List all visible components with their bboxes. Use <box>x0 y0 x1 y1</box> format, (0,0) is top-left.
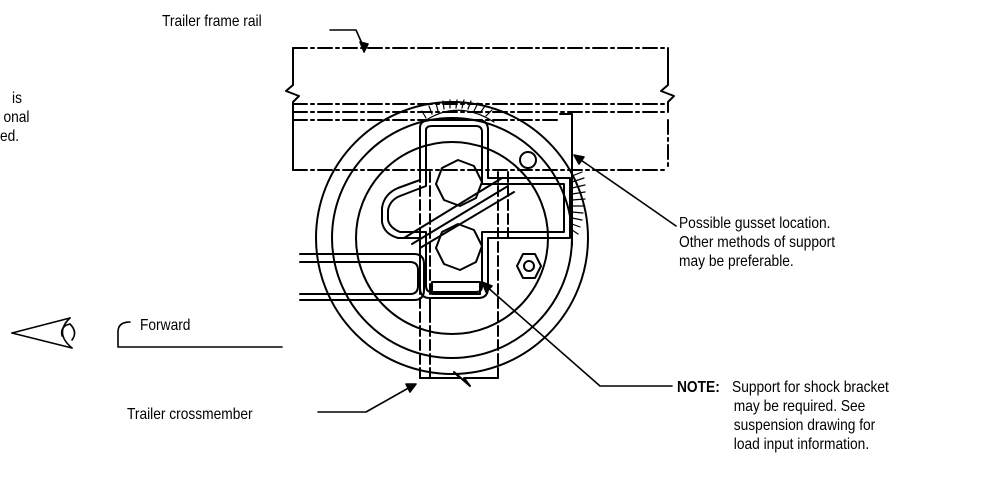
trailer-frame-rail <box>285 47 675 171</box>
gusset-line-3: may be preferable. <box>679 253 794 270</box>
lower-plate <box>431 281 481 295</box>
note-text-2: may be required. See <box>733 398 866 415</box>
gusset-label: Possible gusset location. Other methods … <box>679 214 835 271</box>
note-label: NOTE: Support for shock bracket may be re… <box>677 378 889 454</box>
pivot-bolts <box>435 159 483 271</box>
trailer-crossmember <box>419 171 509 387</box>
shock-bracket <box>381 119 571 299</box>
note-key: NOTE: <box>677 379 720 396</box>
note-text-1: Support for shock bracket <box>732 379 889 396</box>
forward-label: Forward <box>140 317 191 334</box>
left-partial-label: is onal ed. <box>0 89 29 146</box>
leader-lines <box>11 29 677 413</box>
gusset-line-2: Other methods of support <box>679 234 836 251</box>
gusset <box>559 113 586 246</box>
gusset-line-1: Possible gusset location. <box>679 215 831 232</box>
left-partial-line-2: onal <box>3 109 30 126</box>
left-partial-line-3: ed. <box>0 128 20 145</box>
hex-nut <box>516 253 542 279</box>
spring-leaves <box>299 253 431 315</box>
note-text-4: load input information. <box>733 436 870 453</box>
frame-rail-label: Trailer frame rail <box>162 13 262 30</box>
crossmember-label: Trailer crossmember <box>127 406 253 423</box>
weld-top <box>421 99 495 124</box>
note-line-1: NOTE: Support for shock bracket <box>677 378 889 397</box>
note-text-3: suspension drawing for <box>733 417 876 434</box>
left-partial-line-1: is <box>12 90 22 107</box>
bracket-hole <box>519 151 537 169</box>
